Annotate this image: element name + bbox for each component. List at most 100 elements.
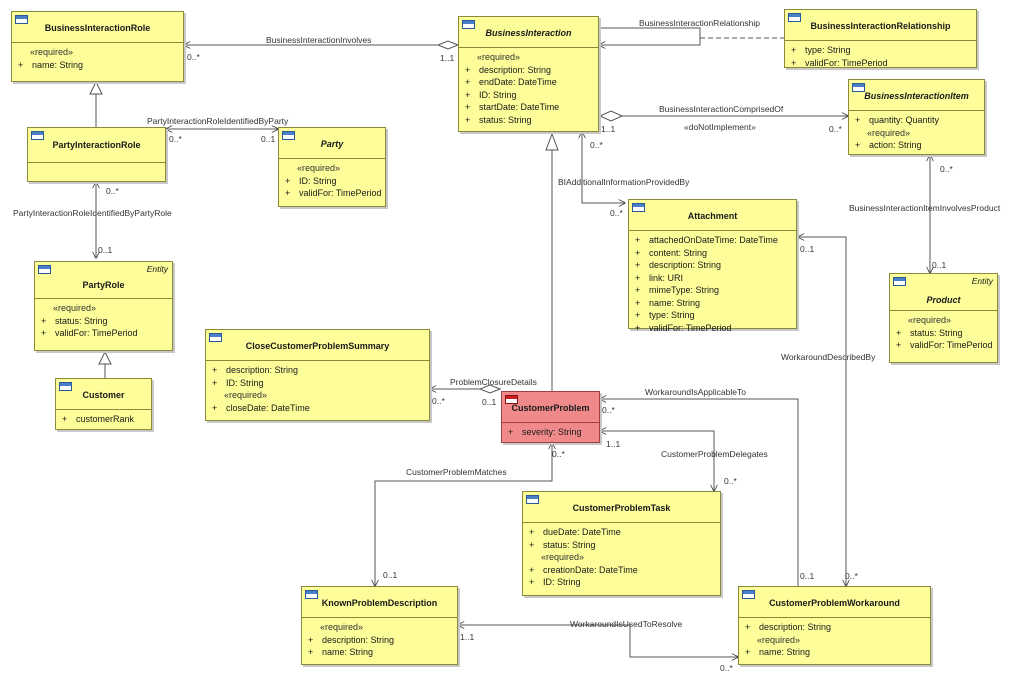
required-stereotype: «required» — [320, 622, 364, 632]
customer-problem-delegates-line[interactable] — [600, 431, 714, 491]
class-icon — [15, 15, 28, 24]
mult-matches-problem: 0..* — [552, 449, 565, 459]
class-business-interaction[interactable]: BusinessInteraction «required» +descript… — [458, 16, 599, 132]
mult-pir-party-left: 0..* — [169, 134, 182, 144]
class-header: Entity PartyRole — [35, 262, 172, 299]
attribute: +mimeType: String — [635, 285, 720, 295]
class-name: Party — [320, 139, 344, 149]
bi-additional-info-line[interactable] — [582, 132, 625, 203]
class-business-interaction-role[interactable]: BusinessInteractionRole «required» +name… — [11, 11, 184, 82]
attribute: +quantity: Quantity — [855, 115, 940, 125]
mult-bii-product-top: 0..* — [940, 164, 953, 174]
attribute: +ID: String — [212, 377, 264, 388]
class-party-role[interactable]: Entity PartyRole «required» +status: Str… — [34, 261, 173, 351]
mult-applicable-workaround: 0..1 — [800, 571, 815, 581]
class-name: Attachment — [687, 211, 738, 221]
class-business-interaction-relationship[interactable]: BusinessInteractionRelationship +type: S… — [784, 9, 977, 68]
attribute: +status: String — [41, 315, 108, 326]
class-attachment[interactable]: Attachment +attachedOnDateTime: DateTime… — [628, 199, 797, 333]
attribute: +ID: String — [465, 89, 517, 100]
class-business-interaction-item[interactable]: BusinessInteractionItem +quantity: Quant… — [848, 79, 985, 155]
class-header: BusinessInteractionItem — [849, 80, 984, 111]
class-customer[interactable]: Customer +customerRank — [55, 378, 152, 430]
class-icon — [526, 495, 539, 504]
required-stereotype: «required» — [908, 315, 952, 325]
attribute: +validFor: TimePeriod — [635, 322, 732, 333]
pir-generalization-triangle — [89, 80, 103, 95]
class-header: CustomerProblemWorkaround — [739, 587, 930, 618]
attribute: +endDate: DateTime — [465, 77, 557, 87]
class-customer-problem-workaround[interactable]: CustomerProblemWorkaround +description: … — [738, 586, 931, 665]
attribute: +attachedOnDateTime: DateTime — [635, 235, 778, 245]
mult-resolve-known: 1..1 — [460, 632, 475, 642]
label-bi-comprised-of: BusinessInteractionComprisedOf — [659, 104, 784, 114]
label-workaround-is-used-to-resolve: WorkaroundIsUsedToResolve — [570, 619, 683, 629]
workaround-is-applicable-to-line[interactable] — [600, 399, 799, 586]
attribute: +name: String — [308, 647, 374, 657]
class-header: Attachment — [629, 200, 796, 231]
class-icon — [59, 382, 72, 391]
mult-bi-additional-attachment: 0..* — [610, 208, 623, 218]
label-customer-problem-matches: CustomerProblemMatches — [406, 467, 507, 477]
class-name: PartyRole — [82, 280, 125, 290]
entity-stereotype: Entity — [971, 276, 993, 286]
class-name: CustomerProblemWorkaround — [769, 598, 900, 608]
class-icon — [38, 265, 51, 274]
class-header: BusinessInteractionRole — [12, 12, 183, 43]
required-stereotype: «required» — [30, 47, 74, 57]
mult-pir-partyrole-bottom: 0..1 — [98, 245, 113, 255]
mult-bi-additional-top: 0..* — [590, 140, 603, 150]
label-do-not-implement: «doNotImplement» — [684, 122, 756, 132]
mult-bi-comprised-left: 1..1 — [601, 124, 616, 134]
class-known-problem-description[interactable]: KnownProblemDescription «required» +desc… — [301, 586, 458, 665]
attribute: +customerRank — [62, 414, 135, 424]
attribute: +validFor: TimePeriod — [41, 328, 138, 338]
attribute: +type: String — [791, 45, 851, 55]
class-icon — [852, 83, 865, 92]
required-stereotype: «required» — [757, 634, 801, 645]
class-icon — [462, 20, 475, 29]
customer-problem-matches-line[interactable] — [375, 443, 552, 586]
bi-involves-aggregation-diamond — [436, 40, 460, 50]
attribute: +dueDate: DateTime — [529, 527, 621, 537]
class-icon — [305, 590, 318, 599]
class-icon — [282, 131, 295, 140]
class-name: CloseCustomerProblemSummary — [245, 341, 390, 351]
class-party-interaction-role[interactable]: PartyInteractionRole — [27, 127, 166, 182]
attribute: +validFor: TimePeriod — [791, 57, 888, 68]
class-icon — [31, 131, 44, 140]
class-product[interactable]: Entity Product «required» +status: Strin… — [889, 273, 998, 363]
required-stereotype: «required» — [867, 127, 911, 138]
class-header: BusinessInteraction — [459, 17, 598, 48]
attribute: +description: String — [308, 634, 395, 645]
class-party[interactable]: Party «required» +ID: String +validFor: … — [278, 127, 386, 207]
class-close-customer-problem-summary[interactable]: CloseCustomerProblemSummary +description… — [205, 329, 430, 421]
attribute: +startDate: DateTime — [465, 102, 560, 112]
workaround-is-used-to-resolve-line[interactable] — [458, 625, 738, 657]
workaround-described-by-line[interactable] — [798, 237, 846, 586]
label-bi-involves: BusinessInteractionInvolves — [266, 35, 372, 45]
mult-attachment-workaround: 0..1 — [800, 244, 815, 254]
class-icon — [632, 203, 645, 212]
label-pir-identified-by-party-role: PartyInteractionRoleIdentifiedByPartyRol… — [13, 208, 172, 218]
label-pir-identified-by-party: PartyInteractionRoleIdentifiedByParty — [147, 116, 289, 126]
customer-generalization-triangle — [98, 350, 112, 365]
class-header: PartyInteractionRole — [28, 128, 165, 163]
class-name: Product — [926, 295, 961, 305]
bi-relationship-loop[interactable] — [599, 27, 701, 46]
mult-bi-involves: 1..1 — [440, 53, 455, 63]
label-customer-problem-delegates: CustomerProblemDelegates — [661, 449, 768, 459]
mult-resolve-workaround: 0..* — [720, 663, 733, 673]
label-bii-involves-product: BusinessInteractionItemInvolvesProduct — [849, 203, 1001, 213]
attribute: +name: String — [635, 297, 701, 308]
class-icon — [209, 333, 222, 342]
attribute: +link: URI — [635, 272, 684, 283]
mult-bi-comprised-right: 0..* — [829, 124, 842, 134]
attribute: +closeDate: DateTime — [212, 402, 310, 413]
customer-problem-generalization-triangle — [545, 132, 559, 151]
class-customer-problem[interactable]: CustomerProblem +severity: String — [501, 391, 600, 443]
class-name: BusinessInteractionRole — [44, 23, 151, 33]
class-customer-problem-task[interactable]: CustomerProblemTask +dueDate: DateTime +… — [522, 491, 721, 596]
required-stereotype: «required» — [297, 163, 341, 173]
